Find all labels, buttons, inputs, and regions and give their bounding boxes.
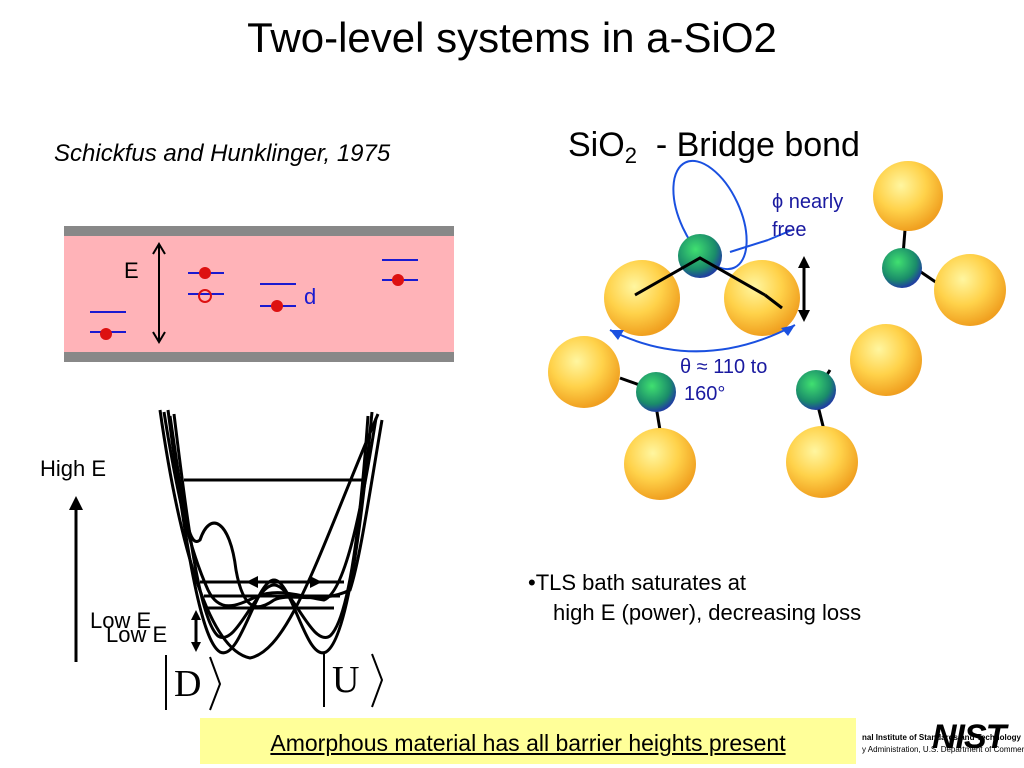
oxygen-atom: [604, 260, 680, 336]
bullet-line-2: high E (power), decreasing loss: [553, 600, 862, 625]
nist-dept-line: y Administration, U.S. Department of Com…: [862, 745, 1024, 754]
free-label: free: [772, 219, 806, 241]
empty-state: [198, 289, 212, 303]
bullet-line-1-text: TLS bath saturates at: [535, 570, 747, 595]
potential-curve: [166, 409, 374, 655]
electron-dot: [271, 300, 283, 312]
energy-axis-arrow-head: [69, 496, 83, 510]
box-top-border: [64, 226, 454, 236]
oxygen-atom: [724, 260, 800, 336]
oxygen-atom: [786, 426, 858, 498]
sio2-suffix: - Bridge bond: [636, 126, 860, 164]
bridge-bond-extension: [764, 293, 783, 310]
box-bottom-border: [64, 352, 454, 362]
page-title: Two-level systems in a-SiO2: [247, 14, 777, 61]
sio2-molecule-diagram: ϕ nearly free θ ≈ 110 to 160°: [548, 159, 1006, 500]
electron-dot: [100, 328, 112, 340]
potential-well-diagram: D U: [69, 409, 384, 711]
oxygen-atom: [850, 324, 922, 396]
nist-logo: NIST: [932, 718, 1006, 756]
ket-d-angle: [209, 656, 222, 711]
silicon-atom: [882, 248, 922, 288]
electron-dot: [199, 267, 211, 279]
vibration-arrow-head-bottom: [798, 310, 810, 322]
pointer-line: [729, 239, 769, 253]
citation: Schickfus and Hunklinger, 1975: [54, 140, 391, 167]
pointer-line: [767, 229, 793, 241]
ket-u-label: U: [332, 659, 359, 701]
energy-e-label: E: [124, 258, 139, 283]
electron-dot: [392, 274, 404, 286]
potential-curve: [168, 415, 384, 609]
low-e-label: Low E: [90, 608, 152, 633]
oxygen-atom: [548, 336, 620, 408]
ket-u-angle: [371, 653, 384, 708]
oxygen-atom: [624, 428, 696, 500]
sio2-prefix: SiO: [568, 126, 625, 164]
bullet-marker: •: [528, 570, 536, 595]
nist-org-line: nal Institute of Standards and Technolog…: [862, 733, 1021, 742]
low-e-arrow-head-top: [191, 610, 201, 620]
oxygen-atom: [934, 254, 1006, 326]
theta-range-label: 160°: [684, 383, 725, 405]
ket-d-label: D: [174, 663, 201, 705]
box-fill: [64, 236, 454, 352]
energy-arrow-head-top: [152, 242, 166, 255]
potential-curve: [172, 413, 370, 639]
silicon-atom: [678, 234, 722, 278]
theta-label: θ ≈ 110 to: [680, 356, 767, 378]
phi-label: ϕ nearly: [772, 191, 843, 213]
summary-banner-text: Amorphous material has all barrier heigh…: [270, 730, 786, 756]
bullet-text: •TLS bath saturates at high E (power), d…: [528, 568, 861, 628]
bullet-line-1: •TLS bath saturates at: [528, 568, 861, 598]
silicon-atom: [636, 372, 676, 412]
sio2-heading: SiO2 - Bridge bond: [568, 126, 860, 169]
angle-arc-head-left: [610, 330, 624, 340]
silicon-atom: [796, 370, 836, 410]
vibration-arrow-head-top: [798, 256, 810, 268]
bond-line: [816, 405, 826, 431]
bridge-bond: [634, 256, 766, 297]
energy-level-diagram: E d: [64, 226, 454, 362]
oxygen-atom: [873, 161, 943, 231]
summary-banner: Amorphous material has all barrier heigh…: [200, 718, 856, 764]
tunneling-arrow-head-right: [310, 576, 322, 588]
sio2-subscript: 2: [624, 143, 637, 168]
angle-arc: [609, 324, 796, 353]
energy-d-label: d: [304, 284, 316, 309]
low-e-arrow-head-bottom: [191, 642, 201, 652]
tunneling-arrow-head-left: [246, 576, 258, 588]
rotation-ellipse: [672, 159, 748, 271]
high-e-label: High E: [40, 456, 107, 481]
energy-arrow-head-bottom: [152, 331, 166, 344]
low-e-label-overlap: Low E: [106, 622, 168, 647]
potential-curve: [158, 409, 380, 660]
angle-arc-head-right: [781, 325, 795, 336]
